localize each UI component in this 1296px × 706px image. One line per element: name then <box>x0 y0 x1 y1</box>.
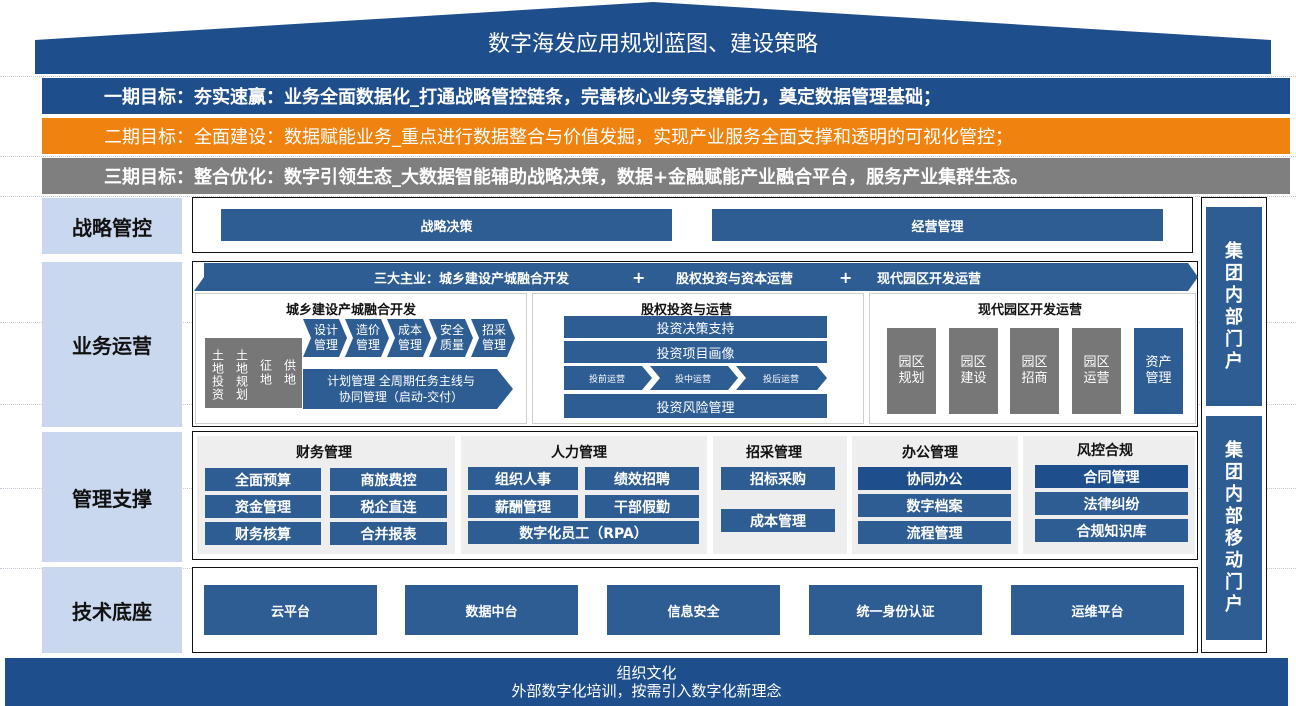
risk-title: 风控合规 <box>1077 443 1133 459</box>
business-banner-bg <box>194 263 1198 291</box>
plus-icon: + <box>632 267 646 287</box>
digital-archive[interactable]: 数字档案 <box>858 494 1011 517</box>
procurement-panel <box>713 436 847 554</box>
chevron-bg <box>303 319 515 357</box>
footer-subtitle: 外部数字化培训，按需引入数字化新理念 <box>511 682 782 700</box>
asset-management[interactable]: 资产管理 <box>1134 328 1183 414</box>
process-management[interactable]: 流程管理 <box>858 521 1011 544</box>
row-label-strategy: 战略管控 <box>42 198 182 254</box>
investment-decision-support[interactable]: 投资决策支持 <box>564 316 827 338</box>
park-investment-attraction[interactable]: 园区招商 <box>1010 328 1059 414</box>
cost-management[interactable]: 成本管理 <box>397 323 422 352</box>
cloud-platform[interactable]: 云平台 <box>204 585 377 635</box>
internal-mobile-portal[interactable]: 集 团 内 部 移 动 门 户 <box>1206 416 1262 640</box>
fund-management[interactable]: 资金管理 <box>205 495 321 518</box>
footer-title: 组织文化 <box>616 664 677 682</box>
row-label-tech: 技术底座 <box>42 567 182 653</box>
banner-main-business: 三大主业：城乡建设产城融合开发 <box>374 271 570 287</box>
pre-investment-operation[interactable]: 投前运营 <box>588 374 625 385</box>
legal-disputes[interactable]: 法律纠纷 <box>1035 492 1188 515</box>
hr-title: 人力管理 <box>551 445 607 461</box>
row-label-management: 管理支撑 <box>42 432 182 562</box>
data-middle-platform[interactable]: 数据中台 <box>405 585 578 635</box>
plan-management[interactable]: 计划管理 全周期任务主线与 协同管理（启动-交付） <box>327 374 475 404</box>
goal-phase-2: 二期目标：全面建设：数据赋能业务_重点进行数据整合与价值发掘，实现产业服务全面支… <box>42 118 1290 154</box>
park-planning[interactable]: 园区规划 <box>887 328 936 414</box>
business-banner: 三大主业：城乡建设产城融合开发 + 股权投资与资本运营 + 现代园区开发运营 <box>194 263 1198 291</box>
travel-expense-control[interactable]: 商旅费控 <box>330 468 447 491</box>
plan-arrow-bg <box>303 369 513 409</box>
investment-project-profile[interactable]: 投资项目画像 <box>564 341 827 363</box>
chevron-row: 设计管理 造价管理 成本管理 安全质量 招采管理 <box>303 319 515 357</box>
urban-title: 城乡建设产城融合开发 <box>286 303 417 318</box>
comprehensive-budget[interactable]: 全面预算 <box>205 468 321 491</box>
bidding-procurement[interactable]: 招标采购 <box>721 467 835 490</box>
ops-platform[interactable]: 运维平台 <box>1011 585 1184 635</box>
digital-employee-rpa[interactable]: 数字化员工（RPA） <box>468 521 699 544</box>
park-construction[interactable]: 园区建设 <box>949 328 998 414</box>
consolidated-statements[interactable]: 合并报表 <box>330 522 447 545</box>
financial-accounting[interactable]: 财务核算 <box>205 522 321 545</box>
culture-footer: 组织文化 外部数字化培训，按需引入数字化新理念 <box>5 658 1288 706</box>
park-title: 现代园区开发运营 <box>978 303 1083 318</box>
banner-park: 现代园区开发运营 <box>877 271 982 287</box>
guide-line <box>0 196 1296 197</box>
compliance-knowledge-base[interactable]: 合规知识库 <box>1035 519 1188 542</box>
post-investment-operation[interactable]: 投后运营 <box>762 374 799 385</box>
internal-portal[interactable]: 集 团 内 部 门 户 <box>1206 207 1262 406</box>
office-title: 办公管理 <box>902 445 958 461</box>
guide-line <box>0 156 1296 157</box>
cost-estimate-management[interactable]: 造价管理 <box>355 323 380 352</box>
land-supply[interactable]: 供地 <box>277 338 302 408</box>
land-planning[interactable]: 土地规划 <box>229 338 254 408</box>
operations-management[interactable]: 经营管理 <box>712 209 1163 241</box>
tax-direct-connect[interactable]: 税企直连 <box>330 495 447 518</box>
design-management[interactable]: 设计管理 <box>313 323 338 352</box>
land-acquisition[interactable]: 征地 <box>253 338 278 408</box>
compensation-management[interactable]: 薪酬管理 <box>468 495 578 518</box>
goal-phase-1: 一期目标：夯实速赢：业务全面数据化_打通战略管控链条，完善核心业务支撑能力，奠定… <box>42 78 1290 114</box>
strategy-decision[interactable]: 战略决策 <box>221 209 672 241</box>
investment-risk-management[interactable]: 投资风险管理 <box>564 394 827 418</box>
org-personnel[interactable]: 组织人事 <box>468 467 578 490</box>
unified-identity-auth[interactable]: 统一身份认证 <box>809 585 982 635</box>
row-label-business: 业务运营 <box>42 262 182 427</box>
goal-phase-3: 三期目标：整合优化：数字引领生态_大数据智能辅助战略决策，数据+金融赋能产业融合… <box>42 158 1290 194</box>
land-investment[interactable]: 土地投资 <box>205 338 230 408</box>
investment-stage-bg <box>564 366 827 390</box>
equity-title: 股权投资与运营 <box>641 303 733 318</box>
information-security[interactable]: 信息安全 <box>607 585 780 635</box>
plus-icon: + <box>839 267 853 287</box>
contract-management[interactable]: 合同管理 <box>1035 465 1188 488</box>
performance-recruitment[interactable]: 绩效招聘 <box>585 467 699 490</box>
cadre-attendance[interactable]: 干部假勤 <box>585 495 699 518</box>
banner-equity: 股权投资与资本运营 <box>676 271 794 287</box>
procurement-title: 招采管理 <box>746 445 802 461</box>
page-title: 数字海发应用规划蓝图、建设策略 <box>487 32 818 57</box>
roof-banner <box>35 2 1271 74</box>
safety-quality[interactable]: 安全质量 <box>439 323 464 352</box>
cost-management-support[interactable]: 成本管理 <box>721 509 835 532</box>
procurement-management[interactable]: 招采管理 <box>481 323 506 352</box>
park-operation[interactable]: 园区运营 <box>1072 328 1121 414</box>
finance-title: 财务管理 <box>296 445 352 461</box>
collaborative-office[interactable]: 协同办公 <box>858 467 1011 490</box>
mid-investment-operation[interactable]: 投中运营 <box>674 374 711 385</box>
guide-line <box>0 76 1296 77</box>
